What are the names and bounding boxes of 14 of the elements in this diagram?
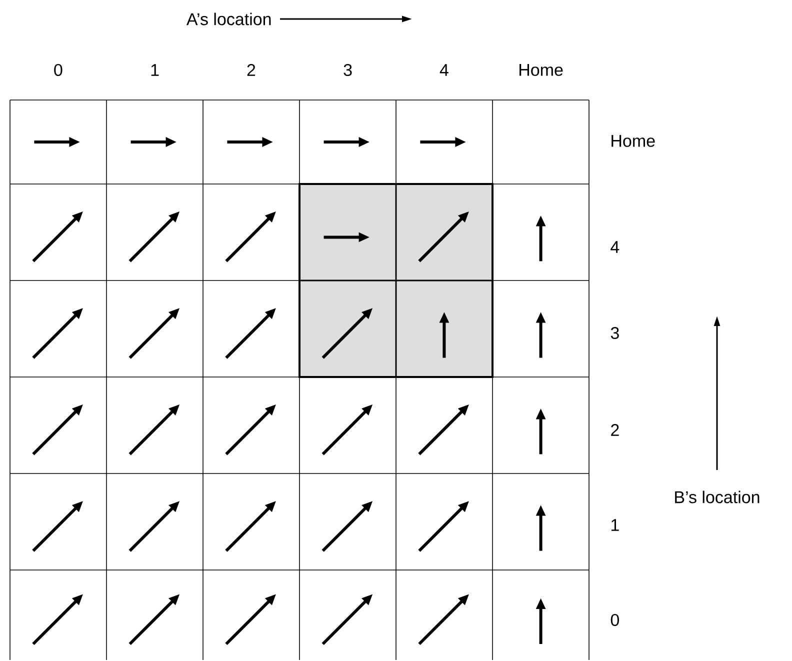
row-label: Home — [612, 135, 655, 147]
axis-label: A’s location — [186, 12, 271, 26]
column-label: 1 — [151, 64, 159, 76]
column-label: 3 — [344, 64, 352, 76]
column-label: Home — [520, 64, 563, 76]
column-label: 0 — [54, 64, 62, 76]
row-label: 3 — [610, 326, 619, 340]
row-label: 0 — [610, 614, 619, 626]
row-label: 1 — [612, 519, 619, 531]
axis-label: B’s location — [675, 490, 760, 504]
column-label: 2 — [247, 64, 256, 76]
row-label: 2 — [611, 424, 619, 436]
column-label: 4 — [440, 64, 448, 76]
row-label: 4 — [610, 241, 620, 253]
